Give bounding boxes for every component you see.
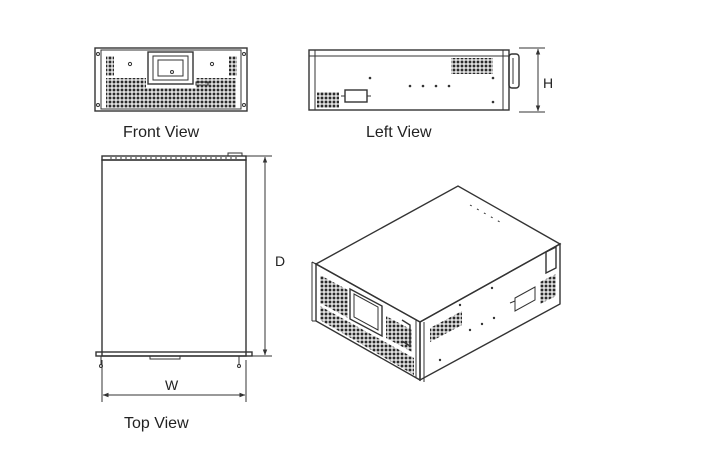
- top-view-label: Top View: [124, 415, 189, 432]
- front-view-drawing: [94, 47, 248, 112]
- left-view-drawing: [308, 47, 545, 113]
- depth-dimension-label: D: [275, 253, 285, 269]
- width-dimension-label: W: [165, 377, 179, 393]
- left-view-label: Left View: [366, 124, 432, 141]
- top-view-drawing: [95, 152, 272, 402]
- isometric-view-drawing: [311, 185, 562, 382]
- height-dimension-label: H: [543, 75, 553, 91]
- front-view-label: Front View: [123, 124, 200, 141]
